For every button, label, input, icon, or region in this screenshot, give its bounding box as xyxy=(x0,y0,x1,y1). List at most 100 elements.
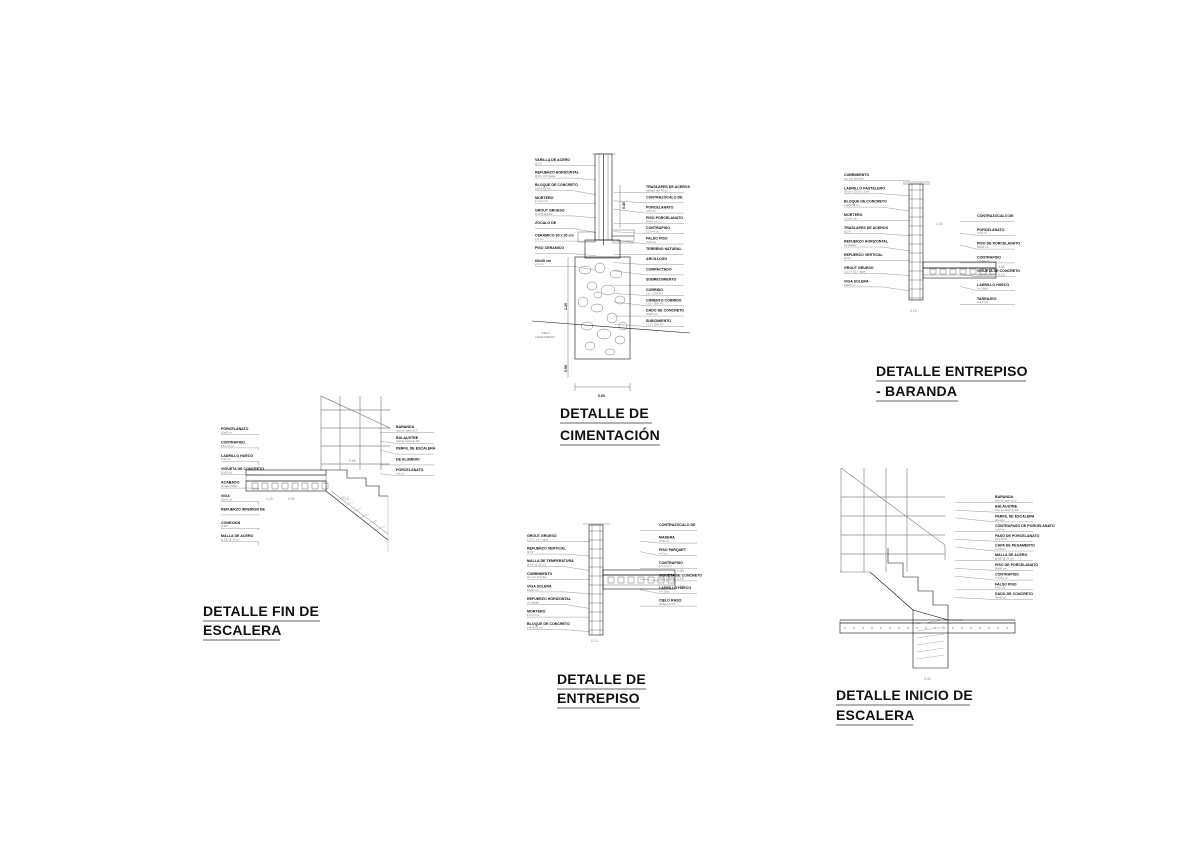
stone xyxy=(594,262,606,274)
callout-label: TRASLAPES DE ACEROS xyxy=(844,226,889,230)
callout-sublabel: f'c=175 kg/cm2 xyxy=(535,212,553,216)
callout-label: FALSO PISO xyxy=(646,237,668,241)
stone xyxy=(614,335,626,345)
callout-sublabel: 1:5 e=4 cm xyxy=(221,444,234,448)
callout-sublabel: 1:10 + 30% PG xyxy=(646,302,664,306)
callout-sublabel: e=2 cm xyxy=(659,552,668,556)
stone xyxy=(577,296,589,308)
callout-sublabel: 14x19x39 cm xyxy=(527,626,542,630)
callout-label: VIGA SOLERA xyxy=(527,584,552,588)
callout-sublabel: ф 3/8" xyxy=(221,524,228,528)
callout-label: CONTRAZOCALO DE xyxy=(646,195,683,199)
bb-dim-1: 0.05 xyxy=(998,265,1005,269)
cimiento-corrido xyxy=(574,256,631,360)
callout-label: BLOQUE DE CONCRETO xyxy=(844,200,887,204)
callout-sublabel: 1:5 e=4 cm xyxy=(977,259,990,263)
stone xyxy=(596,328,612,340)
callout-sublabel: 25 x 60 cm xyxy=(995,537,1008,541)
stone xyxy=(618,321,628,331)
callout-sublabel: tarrajeo pulido xyxy=(221,484,238,488)
stone xyxy=(604,348,616,356)
callout-label: CONTRAZOCALO DE xyxy=(977,214,1014,218)
callout-sublabel: tubo de acero ф 2" xyxy=(396,428,418,432)
callout-sublabel: 10cm x 20cm xyxy=(659,577,674,581)
callout-sublabel: 60x60 cm xyxy=(221,430,232,434)
callout-label: CONTRAPISO xyxy=(659,561,683,565)
callout-label: CONEXION xyxy=(221,521,241,525)
callout-label: CERAMICO 60 x 30 cm xyxy=(535,234,574,238)
callout-label: PISO DE PORCELANATO xyxy=(977,242,1020,246)
callout-label: PERFIL DE ESCALERA xyxy=(995,514,1035,518)
callout-label: CUBRIMIENTO xyxy=(527,572,552,576)
callout-label: DADO DE CONCRETO xyxy=(995,592,1033,596)
callout-sublabel: 10cm x 20cm xyxy=(977,273,992,277)
callout-label: TERRENO NATURAL xyxy=(646,247,682,251)
callout-label: BLOQUE DE CONCRETO xyxy=(535,183,578,187)
callout-sublabel: h = 15cm xyxy=(977,286,988,290)
callout-sublabel: ф 1/4" @ 25 cm xyxy=(527,563,546,567)
callout-sublabel: ф 3/8" @ 20 cm xyxy=(995,557,1014,561)
callout-sublabel: c/2 hiladas xyxy=(527,600,540,604)
callout-label: CUBRIMIENTO xyxy=(844,173,869,177)
callout-label: MORTERO xyxy=(535,196,554,200)
callout-sublabel: 1:2:3 + 1/2 + agua xyxy=(844,270,866,274)
callout-sublabel: e=1 cm xyxy=(535,237,544,241)
title-inicio-2: ESCALERA xyxy=(836,707,915,723)
callout-label: GROUT GRUESO xyxy=(844,266,874,270)
callout-label: GROUT GRUESO xyxy=(535,208,565,212)
callout-label: VIGUETA DE CONCRETO xyxy=(659,573,702,577)
bb-dim-height: 1.00 xyxy=(936,222,943,226)
callout-label: LADRILLO PASTELERO xyxy=(844,186,885,190)
dim-cim-depth: 0.55 xyxy=(564,365,568,372)
callout-label: CIMIENTO CORRIDO xyxy=(646,298,682,302)
callout-sublabel: ф 1/2" xyxy=(527,550,534,554)
callout-sublabel: 1:2:3 + 1/2 + agua xyxy=(527,537,549,541)
callout-sublabel: tubo de acero ф 3/4" xyxy=(995,508,1019,512)
callout-sublabel: 20 cm x 20 cm x 3 cm xyxy=(844,190,869,194)
callout-sublabel: e=1.5 cm xyxy=(977,300,988,304)
callout-label: REFUERZO INFERIOR DE xyxy=(221,507,266,511)
callout-sublabel: ф 1/4" xyxy=(844,230,851,234)
callout-sublabel: 1:3 e=1 cm xyxy=(527,613,540,617)
stone xyxy=(590,303,604,313)
callout-label: BALAUSTRE xyxy=(995,505,1018,509)
callout-label: CORRIDO xyxy=(646,288,663,292)
ep-dim-3: 0.15 xyxy=(677,585,684,589)
callout-sublabel: e=10 cm xyxy=(646,240,656,244)
soil-label-1: SUELO xyxy=(541,331,550,335)
callout-label: REFUERZO HORIZONTAL xyxy=(844,240,889,244)
callout-sublabel: aluminio xyxy=(995,518,1005,522)
callout-label: PORCELANATO xyxy=(977,228,1005,232)
callout-label: GROUT GRUESO xyxy=(527,534,557,538)
callout-sublabel: e=1 cm xyxy=(535,262,544,266)
callout-label: ARCILLOSO xyxy=(646,257,667,261)
callout-label: PORCELANATO xyxy=(396,468,424,472)
stone xyxy=(593,291,603,299)
fe-dim-4: 0.15 xyxy=(342,497,349,501)
callout-label: PISO PORCELANATO xyxy=(646,216,683,220)
dim-cim-wall: 0.40 xyxy=(622,202,626,209)
callout-label: MORTERO xyxy=(527,610,546,614)
stone xyxy=(609,269,623,279)
callout-label: TARRAJEO xyxy=(977,297,997,301)
callout-sublabel: 1:8 + 25% PM xyxy=(646,291,662,295)
callout-label: BALAUSTRE xyxy=(396,436,419,440)
callout-sublabel: 60x60 cm xyxy=(646,219,657,223)
title-baranda-1: DETALLE ENTREPISO xyxy=(876,363,1028,379)
dim-cim-height: 1.20 xyxy=(564,303,568,310)
title-entrepiso-1: DETALLE DE xyxy=(557,671,646,687)
callout-sublabel: h=18 cm xyxy=(995,528,1005,532)
callout-label: MADERA xyxy=(659,536,675,540)
callout-sublabel: 1:3 e=1 cm xyxy=(844,216,857,220)
callout-sublabel: h = 15cm xyxy=(659,589,670,593)
stone xyxy=(600,284,616,296)
stone xyxy=(586,281,598,291)
callout-label: PISO PARQUET xyxy=(659,548,687,552)
callout-sublabel: 1:5 e=4 cm xyxy=(646,230,659,234)
callout-label: REFUERZO HORIZONTAL xyxy=(535,171,580,175)
callout-label: MALLA DE TEMPERATURA xyxy=(527,559,574,563)
callout-sublabel: c/2 hiladas xyxy=(844,243,857,247)
callout-sublabel: ф 3/8" @ 20 cm xyxy=(221,538,240,542)
callout-sublabel: tubo de acero ф 2" xyxy=(995,498,1017,502)
